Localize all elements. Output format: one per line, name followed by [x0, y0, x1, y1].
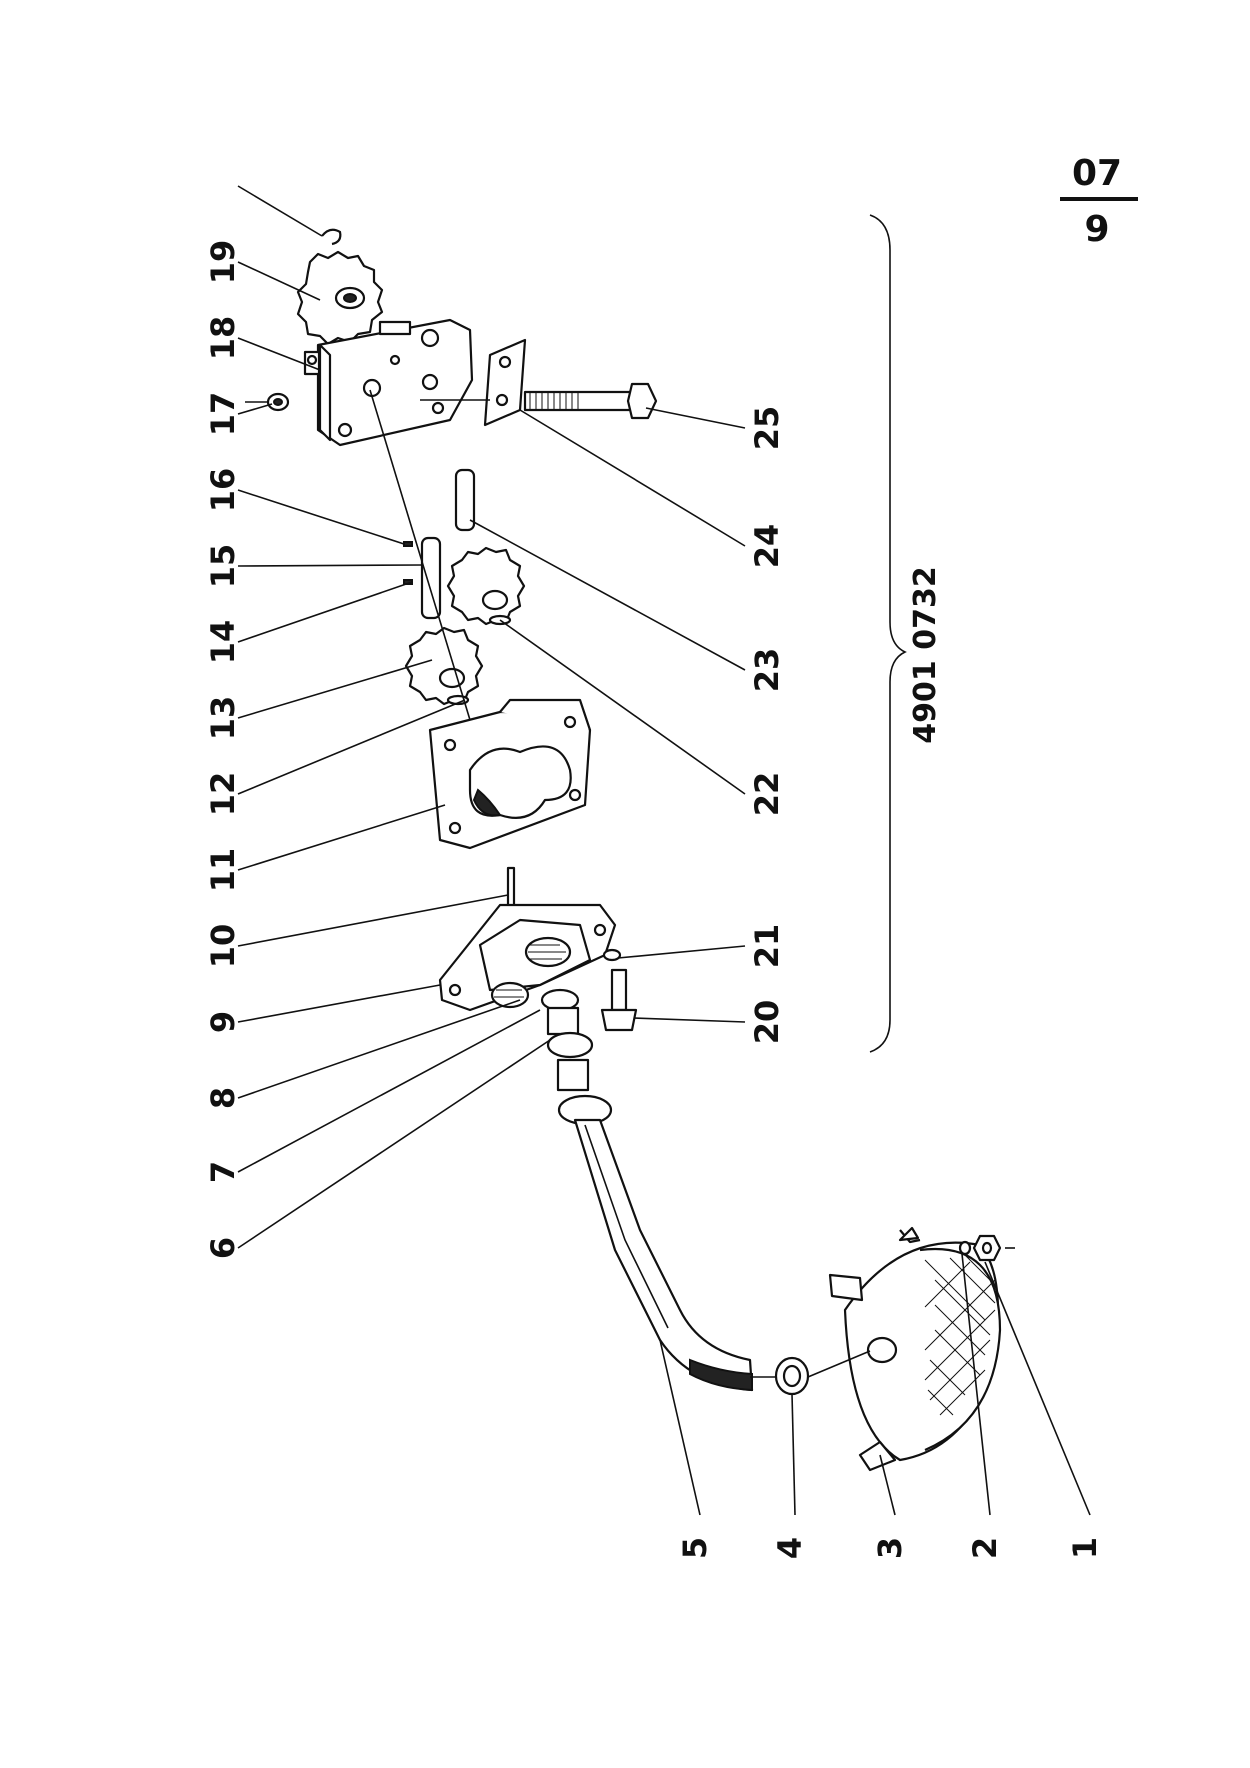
leader-lines	[237, 185, 1091, 1516]
callout-17: 17	[204, 392, 242, 437]
callout-2: 2	[966, 1537, 1004, 1559]
part-suction-pipe	[573, 1118, 754, 1392]
callout-10: 10	[204, 924, 242, 969]
part-pump-gear	[404, 626, 484, 706]
part-pump-housing	[428, 698, 592, 850]
callout-15: 15	[204, 544, 242, 589]
callout-1: 1	[1066, 1537, 1104, 1559]
callout-12: 12	[204, 772, 242, 817]
callout-23: 23	[748, 648, 786, 693]
page-number-bottom: 9	[1084, 209, 1109, 250]
callout-18: 18	[204, 316, 242, 361]
callout-8: 8	[204, 1087, 242, 1109]
part-cover-plate	[438, 903, 617, 1012]
callout-6: 6	[204, 1237, 242, 1259]
callout-21: 21	[748, 924, 786, 969]
page-number: 07 9	[1060, 153, 1138, 250]
centre-lines	[245, 389, 1015, 1378]
part-drive-shaft	[403, 536, 442, 620]
callout-5: 5	[676, 1537, 714, 1559]
part-dowel-pin	[506, 866, 516, 908]
assembly-brace	[869, 214, 907, 1053]
callout-19: 19	[204, 240, 242, 285]
callout-numbers: 6 7 8 9 10 11 12 13 14 15 16 17 18 19 20…	[204, 240, 1104, 1559]
assembly-reference: 4901 0732	[908, 566, 943, 743]
callout-13: 13	[204, 696, 242, 741]
part-long-bolt	[523, 382, 658, 420]
callout-11: 11	[204, 848, 242, 893]
callout-24: 24	[748, 524, 786, 569]
part-sealing-ring	[774, 1356, 810, 1396]
part-idler-gear	[446, 546, 526, 626]
callout-16: 16	[204, 468, 242, 513]
part-idler-shaft	[454, 468, 476, 532]
callout-25: 25	[748, 406, 786, 451]
part-oil-strainer	[828, 1226, 1002, 1472]
part-spring-washer	[958, 1240, 972, 1256]
callout-4: 4	[771, 1537, 809, 1559]
part-drive-gear	[296, 250, 384, 346]
part-circlip	[321, 228, 342, 246]
callout-20: 20	[748, 1000, 786, 1045]
part-pump-upper-body	[303, 318, 474, 447]
callout-22: 22	[748, 772, 786, 817]
part-nut	[972, 1234, 1002, 1262]
page-number-top: 07	[1072, 153, 1122, 194]
callout-7: 7	[204, 1161, 242, 1183]
callout-3: 3	[871, 1537, 909, 1559]
part-washer-small	[602, 948, 622, 962]
callout-14: 14	[204, 620, 242, 665]
callout-9: 9	[204, 1011, 242, 1033]
part-short-bolt	[600, 968, 638, 1032]
part-union-fittings	[540, 988, 613, 1126]
part-bush	[266, 392, 290, 412]
part-gasket-plate	[483, 338, 527, 427]
